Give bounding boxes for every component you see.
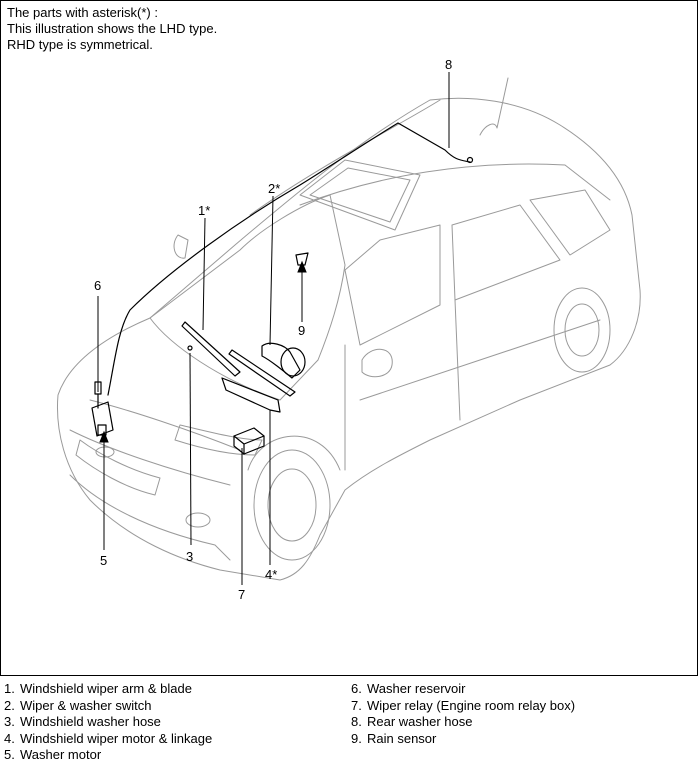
callout-8: 8 <box>445 57 453 72</box>
legend-label: Wiper relay (Engine room relay box) <box>367 697 576 713</box>
legend-item: 5. Washer motor <box>4 747 212 764</box>
emblem <box>95 446 115 458</box>
sunroof-outline <box>299 159 421 231</box>
fog-lamp <box>185 512 211 528</box>
asterisk-note: The parts with asterisk(*) : This illust… <box>7 5 217 53</box>
note-line-2: This illustration shows the LHD type. <box>7 21 218 36</box>
windshield-outline <box>149 194 346 361</box>
callout-6: 6 <box>94 278 102 293</box>
legend-label: Washer reservoir <box>367 681 466 696</box>
antenna <box>479 77 509 136</box>
note-line-1: The parts with asterisk(*) : <box>7 5 158 20</box>
rear-washer-hose <box>107 122 471 396</box>
car-body-outline <box>57 97 641 581</box>
front-door-window <box>344 224 441 346</box>
legend-item: 7. Wiper relay (Engine room relay box) <box>351 698 575 715</box>
wiper-motor-linkage <box>221 377 281 413</box>
relay-box <box>233 427 265 455</box>
callout-5: 5 <box>100 553 108 568</box>
callout-1: 1* <box>198 203 211 218</box>
legend-item: 4. Windshield wiper motor & linkage <box>4 731 212 748</box>
note-line-3: RHD type is symmetrical. <box>7 37 153 52</box>
legend-item: 6. Washer reservoir <box>351 681 575 698</box>
washer-reservoir <box>91 401 114 437</box>
diagram-frame <box>0 0 698 676</box>
legend-number: 7. <box>351 697 362 713</box>
front-wheel <box>253 449 331 561</box>
legend-number: 3. <box>4 714 15 729</box>
legend-item: 3. Windshield washer hose <box>4 714 212 731</box>
rain-sensor <box>295 252 309 266</box>
rear-door-window <box>451 204 561 301</box>
callout-9: 9 <box>298 323 306 338</box>
washer-hose-nozzle <box>187 345 193 351</box>
roof-line <box>249 99 441 216</box>
grille <box>75 439 161 496</box>
legend-label: Rear washer hose <box>367 714 473 729</box>
legend-item: 8. Rear washer hose <box>351 714 575 731</box>
legend-label: Windshield wiper arm & blade <box>20 681 192 696</box>
roof-side <box>299 163 611 206</box>
legend-number: 1. <box>4 681 15 696</box>
front-bumper <box>69 474 231 561</box>
wiper-arm-blade-1 <box>181 321 241 377</box>
legend-column-left: 1. Windshield wiper arm & blade 2. Wiper &… <box>4 681 212 764</box>
callout-3: 3 <box>186 549 194 564</box>
quarter-window <box>529 189 611 256</box>
legend-item: 9. Rain sensor <box>351 731 575 748</box>
legend-label: Rain sensor <box>367 730 437 746</box>
legend-number: 6. <box>351 681 362 696</box>
callout-4: 4* <box>265 567 278 582</box>
legend-number: 8. <box>351 714 362 729</box>
rear-wheel <box>553 287 611 373</box>
legend-item: 2. Wiper & washer switch <box>4 698 212 715</box>
legend-number: 4. <box>4 730 15 746</box>
callout-2: 2* <box>268 181 281 196</box>
legend-number: 5. <box>4 747 15 762</box>
legend-column-right: 6. Washer reservoir 7. Wiper relay (Engine… <box>351 681 575 747</box>
side-mirror <box>361 348 393 378</box>
callout-7: 7 <box>238 587 246 602</box>
washer-motor-body <box>97 424 107 436</box>
legend-item: 1. Windshield wiper arm & blade <box>4 681 212 698</box>
wiper-switch <box>261 342 301 379</box>
rear-washer-nozzle <box>466 156 474 164</box>
legend-label: Washer motor <box>20 747 102 762</box>
legend-label: Windshield washer hose <box>20 714 161 729</box>
car-illustration <box>57 72 641 585</box>
legend-label: Windshield wiper motor & linkage <box>20 730 213 746</box>
wiper-arm-blade-2 <box>228 349 296 397</box>
legend-label: Wiper & washer switch <box>20 697 152 713</box>
legend-number: 2. <box>4 697 15 713</box>
legend-number: 9. <box>351 730 362 746</box>
headlamp <box>174 424 263 456</box>
